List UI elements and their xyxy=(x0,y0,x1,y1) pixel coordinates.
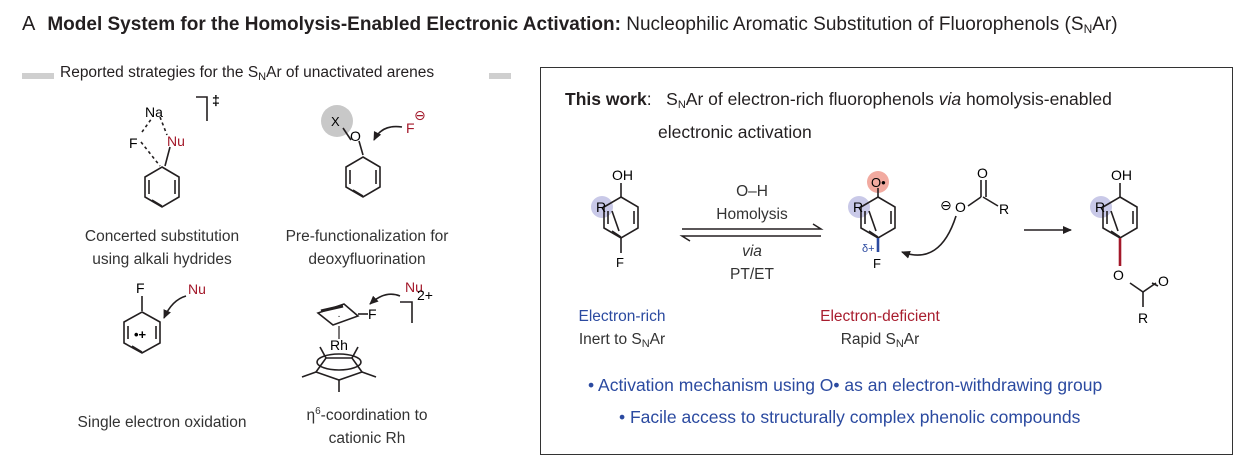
radical-cation-mark: •+ xyxy=(134,327,147,342)
figure-heading: A Model System for the Homolysis-Enabled … xyxy=(22,13,1118,36)
label-f-1: F xyxy=(129,135,138,151)
label-oh-2: OH xyxy=(1111,167,1132,183)
heading-normal: Nucleophilic Aromatic Substitution of Fl… xyxy=(626,14,1084,35)
delta-plus-label: δ+ xyxy=(862,243,875,255)
label-r-4: R xyxy=(1095,199,1105,215)
o-radical-circle xyxy=(867,171,889,193)
charge-2plus: 2+ xyxy=(417,287,433,303)
label-fluoride-charge: ⊖ xyxy=(414,107,426,123)
label-r-5: R xyxy=(1138,310,1148,326)
label-f-4: F xyxy=(616,255,624,270)
bullet-facile-access: • Facile access to structurally complex … xyxy=(619,407,1081,427)
label-r-1: R xyxy=(596,199,606,215)
reported-strategies-label: Reported strategies for the SNAr of unac… xyxy=(60,64,435,83)
label-o-radical: O• xyxy=(871,175,886,190)
equilibrium-arrows xyxy=(679,223,824,242)
transition-state-mark: ‡ xyxy=(212,92,220,108)
label-o-2: O xyxy=(955,199,966,215)
strategy-deoxy-structure xyxy=(342,125,403,198)
label-nu-2: Nu xyxy=(188,281,206,297)
arene-charge-dot: · xyxy=(337,311,340,322)
x-group-circle xyxy=(321,105,353,137)
label-r-3: R xyxy=(999,201,1009,217)
label-na: Na xyxy=(145,104,163,120)
carboxylate-charge: ⊖ xyxy=(940,197,952,213)
label-rh: Rh xyxy=(330,337,348,353)
label-o-4: O xyxy=(1113,267,1124,283)
this-work-box xyxy=(540,67,1233,455)
divider-right xyxy=(489,73,511,79)
strategy-rh-structure xyxy=(301,293,413,392)
label-f-3: F xyxy=(368,306,377,322)
label-electron-deficient: Electron-deficient Rapid SNAr xyxy=(820,308,940,350)
fluorophenol-structure xyxy=(603,183,639,253)
label-nu-3: Nu xyxy=(405,279,423,295)
carboxylate-structure xyxy=(967,180,999,207)
heading-normal-end: Ar) xyxy=(1092,14,1118,35)
label-o-3: O xyxy=(977,165,988,181)
caption-rh: η6-coordination to cationic Rh xyxy=(306,406,428,448)
label-o-1: O xyxy=(350,128,361,144)
label-x: X xyxy=(331,114,340,129)
label-f-5: F xyxy=(873,256,881,271)
caption-set: Single electron oxidation xyxy=(77,414,247,431)
label-o-5: O xyxy=(1158,273,1169,289)
panel-letter: A xyxy=(22,13,36,35)
label-f-2: F xyxy=(136,280,145,296)
label-r-2: R xyxy=(853,199,863,215)
label-nu-1: Nu xyxy=(167,133,185,149)
label-oh-1: OH xyxy=(612,167,633,183)
strategy-concerted-structure xyxy=(140,96,208,208)
strategy-set-structure xyxy=(123,295,187,354)
label-electron-rich: Electron-rich Inert to SNAr xyxy=(578,308,666,350)
heading-bold: Model System for the Homolysis-Enabled E… xyxy=(47,14,621,35)
this-work-statement: This work: SNAr of electron-rich fluorop… xyxy=(565,89,1112,142)
bullet-activation: • Activation mechanism using O• as an el… xyxy=(588,375,1103,395)
divider-left xyxy=(22,73,54,79)
heading-sub: N xyxy=(1083,22,1093,36)
label-f-nuc: F xyxy=(406,120,415,136)
